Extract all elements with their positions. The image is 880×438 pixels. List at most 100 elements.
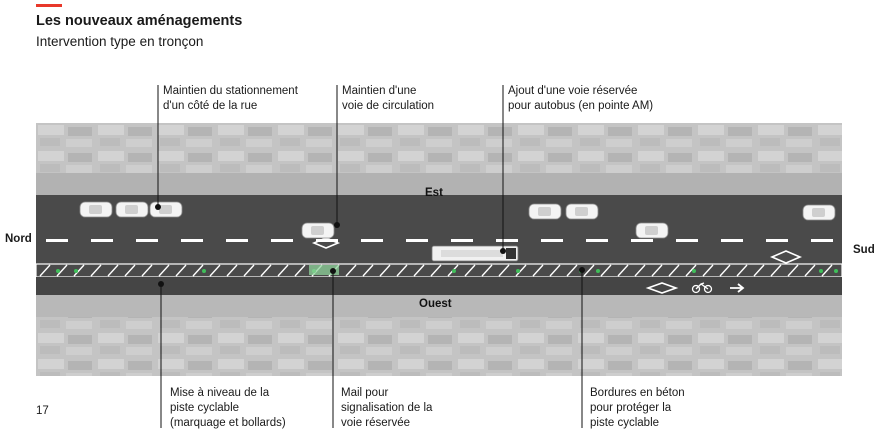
hatch-line <box>39 264 51 277</box>
bollard <box>452 269 456 273</box>
hatch-line <box>73 264 85 277</box>
parked-car <box>79 201 113 218</box>
parked-car <box>802 204 836 221</box>
buildings-west <box>36 317 842 376</box>
bollard <box>819 269 823 273</box>
hatch-line <box>379 264 391 277</box>
hatch-line <box>651 264 663 277</box>
callout-bike-path-line: (marquage et bollards) <box>170 417 286 429</box>
bus <box>431 245 519 262</box>
hatch-line <box>804 264 816 277</box>
hatch-line <box>124 264 136 277</box>
bus-lane-diamond <box>311 237 341 249</box>
hatch-line <box>600 264 612 277</box>
parked-car <box>635 222 669 239</box>
hatch-line <box>56 264 68 277</box>
hatch-line <box>583 264 595 277</box>
direction-south-label: Sud <box>853 244 875 256</box>
leader-dot <box>330 268 336 274</box>
hatch-line <box>634 264 646 277</box>
callout-median-line: voie réservée <box>341 417 411 429</box>
lane-dash <box>451 239 473 242</box>
leader-dot <box>155 204 161 210</box>
bollard <box>202 269 206 273</box>
lane-dash <box>496 239 518 242</box>
page-subtitle: Intervention type en tronçon <box>36 34 204 49</box>
hatch-line <box>192 264 204 277</box>
page-number: 17 <box>36 405 49 417</box>
hatch-line <box>260 264 272 277</box>
lane-dash <box>226 239 248 242</box>
page-title: Les nouveaux aménagements <box>36 13 243 29</box>
direction-north-label: Nord <box>5 233 32 245</box>
street-plan <box>36 123 842 376</box>
sidewalk-west <box>36 295 842 317</box>
hatch-line <box>566 264 578 277</box>
callout-median-line: Mail pour <box>341 387 389 399</box>
lane-dash <box>766 239 788 242</box>
hatch-line <box>141 264 153 277</box>
street-label-east: Est <box>425 187 443 199</box>
hatch-line <box>549 264 561 277</box>
lane-dashes <box>46 239 833 242</box>
hatch-line <box>430 264 442 277</box>
hatch-line <box>787 264 799 277</box>
callout-curbs-line: piste cyclable <box>590 417 660 429</box>
sidewalk-east <box>36 173 842 195</box>
callout-traffic-lane-line: voie de circulation <box>342 100 435 112</box>
bike-path <box>36 277 842 295</box>
bollard <box>692 269 696 273</box>
callout-curbs: Bordures en béton pour protéger la piste… <box>590 386 685 431</box>
hatch-line <box>498 264 510 277</box>
hatch-line <box>158 264 170 277</box>
callout-curbs-line: Bordures en béton <box>590 387 685 399</box>
hatch-line <box>175 264 187 277</box>
hatch-line <box>294 264 306 277</box>
hatch-line <box>617 264 629 277</box>
hatch-line <box>515 264 527 277</box>
hatch-line <box>736 264 748 277</box>
hatch-line <box>413 264 425 277</box>
lane-dash <box>271 239 293 242</box>
accent-bar <box>36 4 62 7</box>
lane-dash <box>181 239 203 242</box>
lane-dash <box>46 239 68 242</box>
bollard <box>596 269 600 273</box>
lane-dash <box>136 239 158 242</box>
callout-curbs-line: pour protéger la <box>590 402 672 414</box>
hatch-line <box>107 264 119 277</box>
hatch-line <box>464 264 476 277</box>
bollard <box>516 269 520 273</box>
bike-path-diamond <box>645 282 679 294</box>
hatch-line <box>668 264 680 277</box>
hatch-line <box>243 264 255 277</box>
parked-car <box>565 203 599 220</box>
bollard <box>56 269 60 273</box>
callout-bus-lane: Ajout d'une voie réservée pour autobus (… <box>508 84 653 114</box>
median-sign <box>309 265 339 275</box>
hatch-line <box>719 264 731 277</box>
lane-dash <box>811 239 833 242</box>
bike-symbol-icon <box>691 282 713 294</box>
leader-dot <box>334 222 340 228</box>
parked-cars <box>79 201 836 239</box>
bollard <box>74 269 78 273</box>
leader-dot <box>500 248 506 254</box>
lane-dash <box>91 239 113 242</box>
callout-bike-path: Mise à niveau de la piste cyclable (marq… <box>170 386 286 431</box>
callout-parking-line: d'un côté de la rue <box>163 100 258 112</box>
callout-bike-path-line: piste cyclable <box>170 402 240 414</box>
lane-dash <box>316 239 338 242</box>
callout-bike-path-line: Mise à niveau de la <box>170 387 270 399</box>
callout-median-line: signalisation de la <box>341 402 433 414</box>
hatch-line <box>277 264 289 277</box>
callout-parking-line: Maintien du stationnement <box>163 85 298 97</box>
hatch-line <box>481 264 493 277</box>
hatch-line <box>685 264 697 277</box>
leader-dot <box>579 267 585 273</box>
hatch-line <box>90 264 102 277</box>
callout-traffic-lane-line: Maintien d'une <box>342 85 417 97</box>
hatch-line <box>702 264 714 277</box>
bus-lane-diamond <box>769 250 803 264</box>
